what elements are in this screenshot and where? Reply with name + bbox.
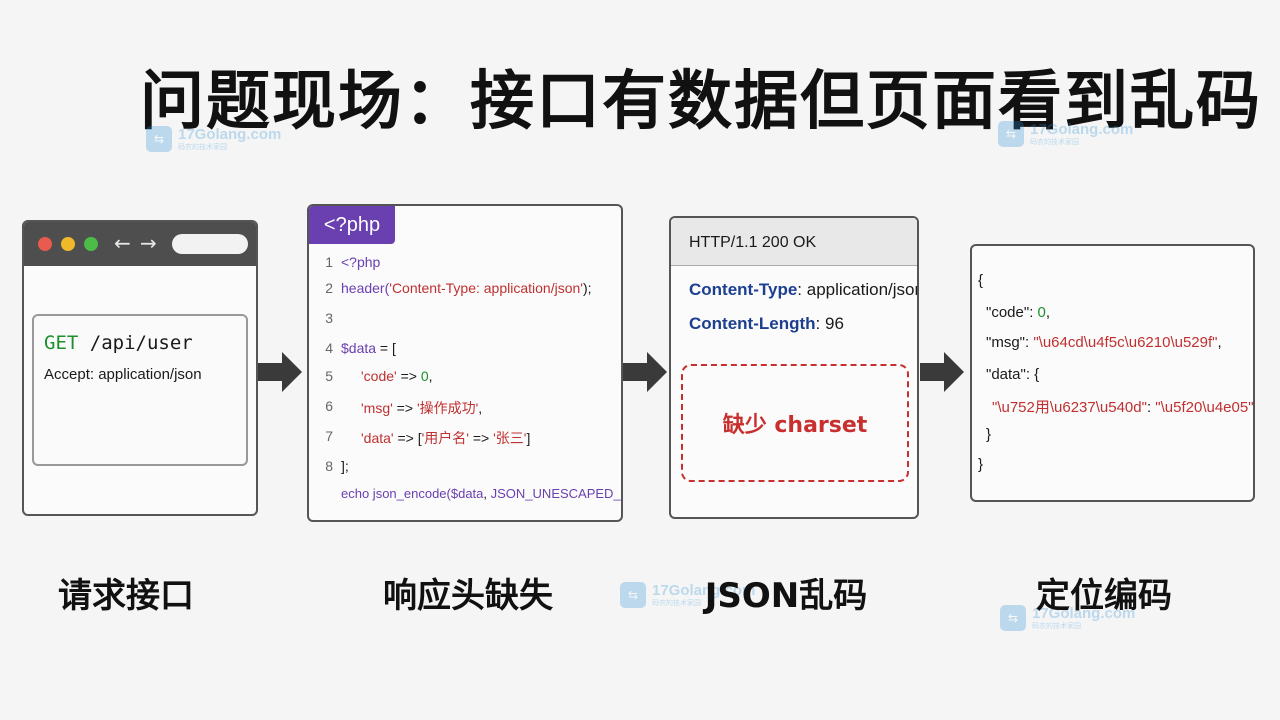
json-string: "\u64cd\u4f5c\u6210\u529f": [1033, 334, 1218, 351]
line-number: 7: [325, 428, 333, 444]
http-response-panel: HTTP/1.1 200 OK Content-Type: applicatio…: [669, 216, 919, 519]
json-code-line: "code": 0,: [986, 304, 1051, 321]
code-string: 'code': [361, 368, 397, 384]
back-arrow-icon: ←: [114, 231, 131, 255]
request-header: Accept: application/json: [44, 366, 202, 383]
code-function: header(: [341, 280, 390, 296]
line-number: 8: [325, 458, 333, 474]
code-punct: );: [582, 280, 592, 296]
code-token: ];: [341, 458, 349, 474]
response-header-value: 96: [824, 314, 844, 333]
json-data-line: "data": {: [986, 366, 1040, 383]
line-number: 6: [325, 398, 333, 414]
json-inner-line: "\u752用\u6237\u540d": "\u5f20\u4e05": [992, 399, 1254, 416]
request-line: GET /api/user: [44, 332, 193, 354]
browser-window: ← → GET /api/user Accept: application/js…: [22, 220, 258, 516]
minimize-dot-icon: [61, 237, 75, 251]
code-text: $data = [: [341, 340, 396, 356]
line-number: 1: [325, 254, 333, 270]
php-code-panel: <?php 1 <?php 2 header('Content-Type: appli…: [307, 204, 623, 522]
code-operator: =>: [396, 368, 421, 384]
code-text: header('Content-Type: application/json')…: [341, 280, 592, 296]
line-number: 2: [325, 280, 333, 296]
code-punct: ,: [483, 486, 491, 501]
code-punct: = [: [376, 340, 396, 356]
code-punct: ]: [526, 430, 531, 446]
http-status-line: HTTP/1.1 200 OK: [671, 218, 917, 266]
code-text: echo json_encode($data, JSON_UNESCAPED_U…: [341, 486, 621, 501]
code-text: ];: [341, 458, 349, 474]
close-dot-icon: [38, 237, 52, 251]
request-panel: GET /api/user Accept: application/json: [32, 314, 248, 466]
json-output-panel: { "code": 0, "msg": "\u64cd\u4f5c\u6210\…: [970, 244, 1255, 502]
code-text: 'code' => 0,: [361, 368, 433, 384]
json-key: "code": [986, 304, 1030, 321]
response-header-key: Content-Length: [689, 314, 816, 333]
missing-charset-callout: 缺少 charset: [681, 364, 909, 482]
line-number: 5: [325, 368, 333, 384]
flow-arrow-icon: [258, 352, 302, 392]
request-header-key: Accept: [44, 366, 90, 383]
code-token: <?php: [341, 254, 381, 270]
code-string: '操作成功': [416, 400, 479, 416]
request-method: GET: [44, 332, 79, 354]
json-string: "\u5f20\u4e05": [1155, 399, 1254, 416]
code-variable: $data: [450, 486, 484, 501]
code-punct: ,: [428, 368, 433, 384]
request-header-value: application/json: [98, 366, 202, 383]
watermark-sub: 码农的技术家园: [178, 143, 227, 151]
response-header-key: Content-Type: [689, 280, 798, 299]
flow-arrow-icon: [623, 352, 667, 392]
code-operator: =>: [392, 400, 417, 416]
request-path: /api/user: [89, 332, 193, 354]
json-string: "\u752用\u6237\u540d": [992, 399, 1147, 416]
code-number: 0: [420, 368, 429, 384]
php-tab: <?php: [309, 206, 395, 244]
line-number: 3: [325, 310, 333, 326]
code-variable: $data: [341, 340, 377, 356]
json-open-brace: {: [978, 272, 984, 289]
code-text: <?php: [341, 254, 380, 270]
json-msg-line: "msg": "\u64cd\u4f5c\u6210\u529f",: [986, 334, 1222, 351]
url-bar: [172, 234, 248, 254]
caption-locate-encoding: 定位编码: [1036, 576, 1172, 616]
code-string: '张三': [493, 430, 527, 446]
response-header-content-length: Content-Length: 96: [689, 314, 844, 333]
json-inner-close: }: [986, 426, 992, 443]
flow-arrow-icon: [920, 352, 964, 392]
response-header-content-type: Content-Type: application/json: [689, 280, 919, 300]
caption-request: 请求接口: [58, 576, 194, 616]
code-string: 'Content-Type: application/json': [389, 280, 583, 296]
json-close-brace: }: [978, 456, 984, 473]
json-number: 0: [1037, 304, 1046, 321]
code-operator: => [: [393, 430, 422, 446]
json-key: "msg": [986, 334, 1025, 351]
code-punct: ,: [478, 400, 483, 416]
response-header-value: application/json: [806, 280, 919, 299]
json-key: "data": [986, 366, 1026, 383]
browser-toolbar: ← →: [24, 222, 256, 266]
code-function: echo json_encode(: [341, 486, 451, 501]
code-text: 'data' => ['用户名' => '张三']: [361, 428, 530, 448]
watermark-logo-icon: ⇆: [1000, 605, 1026, 631]
code-operator: =>: [468, 430, 494, 446]
code-string: '用户名': [421, 430, 469, 446]
forward-arrow-icon: →: [140, 231, 157, 255]
code-constant: JSON_UNESCAPED_UNICODE: [490, 486, 621, 501]
page-title: 问题现场：接口有数据但页面看到乱码: [140, 65, 1262, 139]
maximize-dot-icon: [84, 237, 98, 251]
watermark-logo-icon: ⇆: [620, 582, 646, 608]
caption-json-garbled: JSON乱码: [704, 576, 868, 616]
watermark-sub: 码农的技术家园: [1032, 622, 1081, 630]
code-string: 'data': [361, 430, 394, 446]
caption-missing-header: 响应头缺失: [383, 576, 553, 616]
code-text: 'msg' => '操作成功',: [361, 398, 482, 418]
code-string: 'msg': [361, 400, 393, 416]
line-number: 4: [325, 340, 333, 356]
